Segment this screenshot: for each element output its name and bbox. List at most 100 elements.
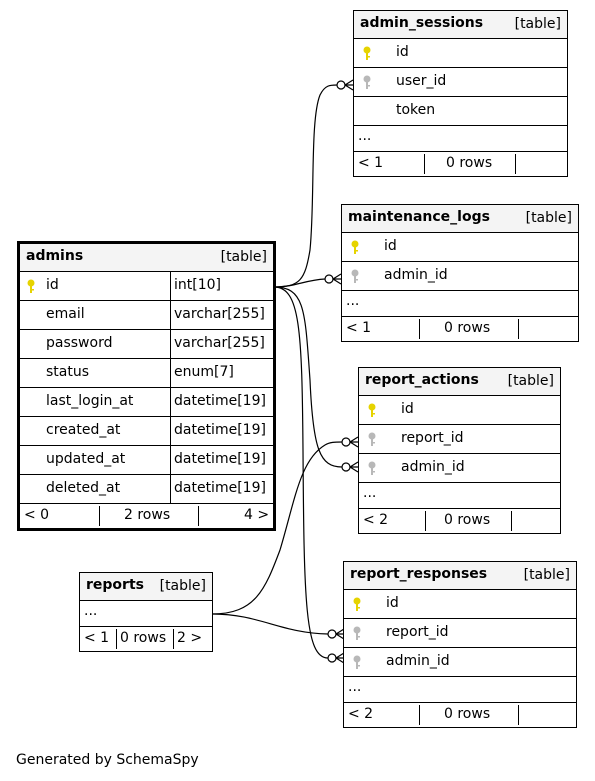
- crow-foot: [335, 652, 345, 664]
- column-type: datetime[19]: [174, 480, 266, 496]
- edge-end-circle: [327, 653, 337, 663]
- crow-foot: [349, 436, 359, 448]
- column-name: last_login_at: [46, 393, 134, 409]
- primary-key-icon: [351, 240, 359, 254]
- crow-foot: [335, 628, 345, 640]
- more-columns: ...: [354, 126, 567, 152]
- children-count[interactable]: 4 >: [244, 507, 270, 523]
- table-kind: [table]: [507, 373, 554, 389]
- column-name: created_at: [46, 422, 121, 438]
- foreign-key-icon: [353, 626, 361, 640]
- column-row[interactable]: password varchar[255]: [20, 330, 273, 359]
- column-name: password: [46, 335, 113, 351]
- table-footer: < 2 0 rows: [359, 509, 560, 533]
- column-name: id: [401, 401, 414, 417]
- column-row[interactable]: id: [342, 233, 578, 262]
- table-name[interactable]: maintenance_logs: [348, 209, 490, 225]
- edge-end-circle: [324, 274, 334, 284]
- edge-admins-report-actions: [273, 286, 343, 468]
- edge-admins-admin-sessions: [273, 84, 338, 288]
- table-header: report_responses [table]: [344, 562, 576, 590]
- table-reports[interactable]: reports [table] ... < 1 0 rows 2 >: [79, 572, 213, 652]
- column-type: enum[7]: [174, 364, 234, 380]
- column-row[interactable]: report_id: [344, 619, 576, 648]
- edge-end-circle: [336, 80, 346, 90]
- column-row[interactable]: user_id: [354, 68, 567, 97]
- column-name: updated_at: [46, 451, 126, 467]
- table-header: reports [table]: [80, 573, 212, 601]
- column-name: admin_id: [386, 653, 450, 669]
- column-row[interactable]: updated_at datetime[19]: [20, 446, 273, 475]
- table-header: admin_sessions [table]: [354, 11, 567, 39]
- crow-foot: [332, 273, 342, 285]
- column-row[interactable]: last_login_at datetime[19]: [20, 388, 273, 417]
- parents-count[interactable]: < 1: [346, 320, 372, 336]
- ellipsis: ...: [363, 485, 377, 501]
- table-report-actions[interactable]: report_actions [table] id report_id admi…: [358, 367, 561, 534]
- more-columns: ...: [342, 291, 578, 317]
- table-footer: < 1 0 rows 2 >: [80, 627, 212, 651]
- column-row[interactable]: deleted_at datetime[19]: [20, 475, 273, 504]
- primary-key-icon: [363, 46, 371, 60]
- column-row[interactable]: admin_id: [344, 648, 576, 677]
- edge-reports-report-responses: [211, 613, 329, 635]
- foreign-key-icon: [368, 432, 376, 446]
- row-count: 2 rows: [124, 507, 171, 523]
- column-name: email: [46, 306, 85, 322]
- table-admins[interactable]: admins [table] id int[10] email varchar[…: [17, 241, 276, 531]
- column-row[interactable]: token: [354, 97, 567, 126]
- column-name: id: [386, 595, 399, 611]
- column-type: int[10]: [174, 277, 221, 293]
- primary-key-icon: [27, 279, 35, 293]
- row-count: 0 rows: [444, 320, 491, 336]
- ellipsis: ...: [348, 679, 362, 695]
- column-row[interactable]: id: [354, 39, 567, 68]
- table-maintenance-logs[interactable]: maintenance_logs [table] id admin_id ...…: [341, 204, 579, 342]
- column-name: admin_id: [384, 267, 448, 283]
- column-type: datetime[19]: [174, 393, 266, 409]
- primary-key-icon: [353, 597, 361, 611]
- column-row[interactable]: id int[10]: [20, 272, 273, 301]
- table-admin-sessions[interactable]: admin_sessions [table] id user_id token …: [353, 10, 568, 177]
- column-row[interactable]: status enum[7]: [20, 359, 273, 388]
- table-kind: [table]: [514, 16, 561, 32]
- column-row[interactable]: created_at datetime[19]: [20, 417, 273, 446]
- table-kind: [table]: [159, 578, 206, 594]
- primary-key-icon: [368, 403, 376, 417]
- table-kind: [table]: [525, 210, 572, 226]
- table-name[interactable]: report_responses: [350, 566, 488, 582]
- more-columns: ...: [80, 601, 212, 627]
- row-count: 0 rows: [444, 512, 491, 528]
- column-row[interactable]: id: [359, 396, 560, 425]
- column-name: admin_id: [401, 459, 465, 475]
- parents-count[interactable]: < 2: [363, 512, 389, 528]
- children-count[interactable]: 2 >: [177, 630, 203, 646]
- column-type: varchar[255]: [174, 306, 265, 322]
- table-name[interactable]: admins: [26, 248, 84, 264]
- column-row[interactable]: email varchar[255]: [20, 301, 273, 330]
- column-type: datetime[19]: [174, 451, 266, 467]
- parents-count[interactable]: < 1: [84, 630, 110, 646]
- foreign-key-icon: [368, 461, 376, 475]
- column-name: deleted_at: [46, 480, 121, 496]
- row-count: 0 rows: [446, 155, 493, 171]
- table-report-responses[interactable]: report_responses [table] id report_id ad…: [343, 561, 577, 728]
- column-name: id: [396, 44, 409, 60]
- edge-end-circle: [341, 462, 351, 472]
- parents-count[interactable]: < 2: [348, 706, 374, 722]
- column-row[interactable]: admin_id: [359, 454, 560, 483]
- column-row[interactable]: report_id: [359, 425, 560, 454]
- foreign-key-icon: [363, 75, 371, 89]
- table-name[interactable]: reports: [86, 577, 144, 593]
- parents-count[interactable]: < 1: [358, 155, 384, 171]
- table-footer: < 2 0 rows: [344, 703, 576, 727]
- column-row[interactable]: id: [344, 590, 576, 619]
- table-name[interactable]: admin_sessions: [360, 15, 484, 31]
- table-footer: < 0 2 rows 4 >: [20, 504, 273, 528]
- table-name[interactable]: report_actions: [365, 372, 479, 388]
- column-type: varchar[255]: [174, 335, 265, 351]
- column-name: status: [46, 364, 90, 380]
- column-row[interactable]: admin_id: [342, 262, 578, 291]
- parents-count[interactable]: < 0: [24, 507, 50, 523]
